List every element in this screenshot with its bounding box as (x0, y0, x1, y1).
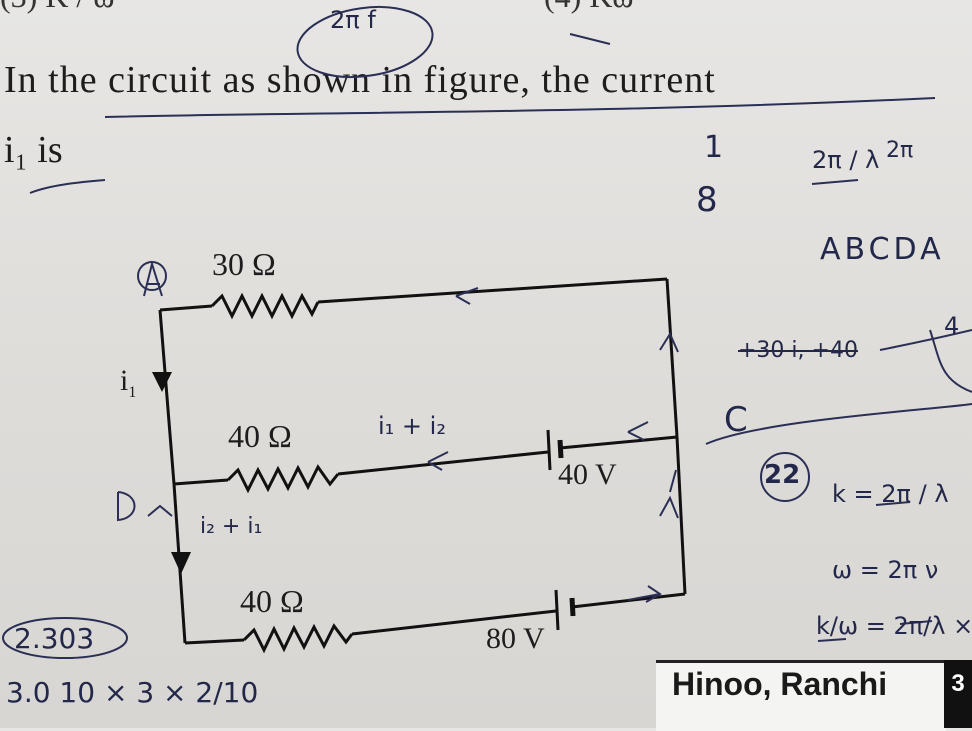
note-answer: 2.303 (14, 622, 95, 655)
note-letter-c: C (724, 400, 748, 440)
note-bottom-calc: 3.0 10 × 3 × 2/10 (6, 676, 259, 709)
battery-40v (546, 429, 564, 471)
current-arrow-i1 (152, 372, 172, 392)
note-eight: 8 (696, 180, 718, 220)
resistor-40-ohm-bottom (242, 623, 354, 654)
note-2pi-right: 2π (886, 138, 914, 163)
i1-underline (29, 179, 106, 194)
note-abcda: ABCDA (820, 232, 945, 267)
note-loop-equation: +30 i, +40 (738, 338, 858, 363)
note-i2-plus-i1: i₂ + i₁ (200, 514, 263, 539)
resistor-40-ohm-middle-label: 40 Ω (228, 418, 292, 454)
option-3-fragment: (3) K / ω (0, 0, 114, 15)
note-22: 22 (764, 460, 801, 490)
current-arrow-lower (171, 552, 191, 574)
note-omega-equation: ω = 2π ν (832, 556, 939, 584)
battery-80v-label: 80 V (486, 622, 545, 655)
circuit-wires (158, 277, 687, 645)
resistor-40-ohm-middle (226, 464, 340, 494)
current-i1-label: i1 (120, 364, 137, 401)
scribble-circle (296, 6, 434, 78)
option-4-fragment: (4) Kω (544, 0, 633, 15)
note-one: 1 (704, 130, 724, 165)
footer-text: Hinoo, Ranchi (672, 666, 888, 702)
note-i1-plus-i2: i₁ + i₂ (378, 412, 446, 440)
resistor-30-ohm-label: 30 Ω (212, 246, 276, 282)
footer-box (656, 660, 946, 731)
battery-80v (554, 589, 576, 631)
battery-40v-label: 40 V (558, 458, 617, 491)
page-number: 3 (944, 660, 972, 728)
note-2pi-f: 2π f (330, 6, 376, 34)
note-k-over-omega: k/ω = 2π/λ × 2π (816, 612, 972, 640)
note-right-4: 4 (944, 312, 960, 340)
resistor-40-ohm-bottom-label: 40 Ω (240, 583, 304, 619)
question-line-2: i₁ is (4, 129, 63, 171)
resistor-30-ohm (210, 292, 320, 320)
question-line-1: In the circuit as shown in figure, the c… (4, 59, 716, 101)
note-k-equation: k = 2π / λ (832, 480, 949, 508)
note-2pi-over-lambda: 2π / λ (812, 146, 880, 174)
question-underline (104, 97, 936, 118)
